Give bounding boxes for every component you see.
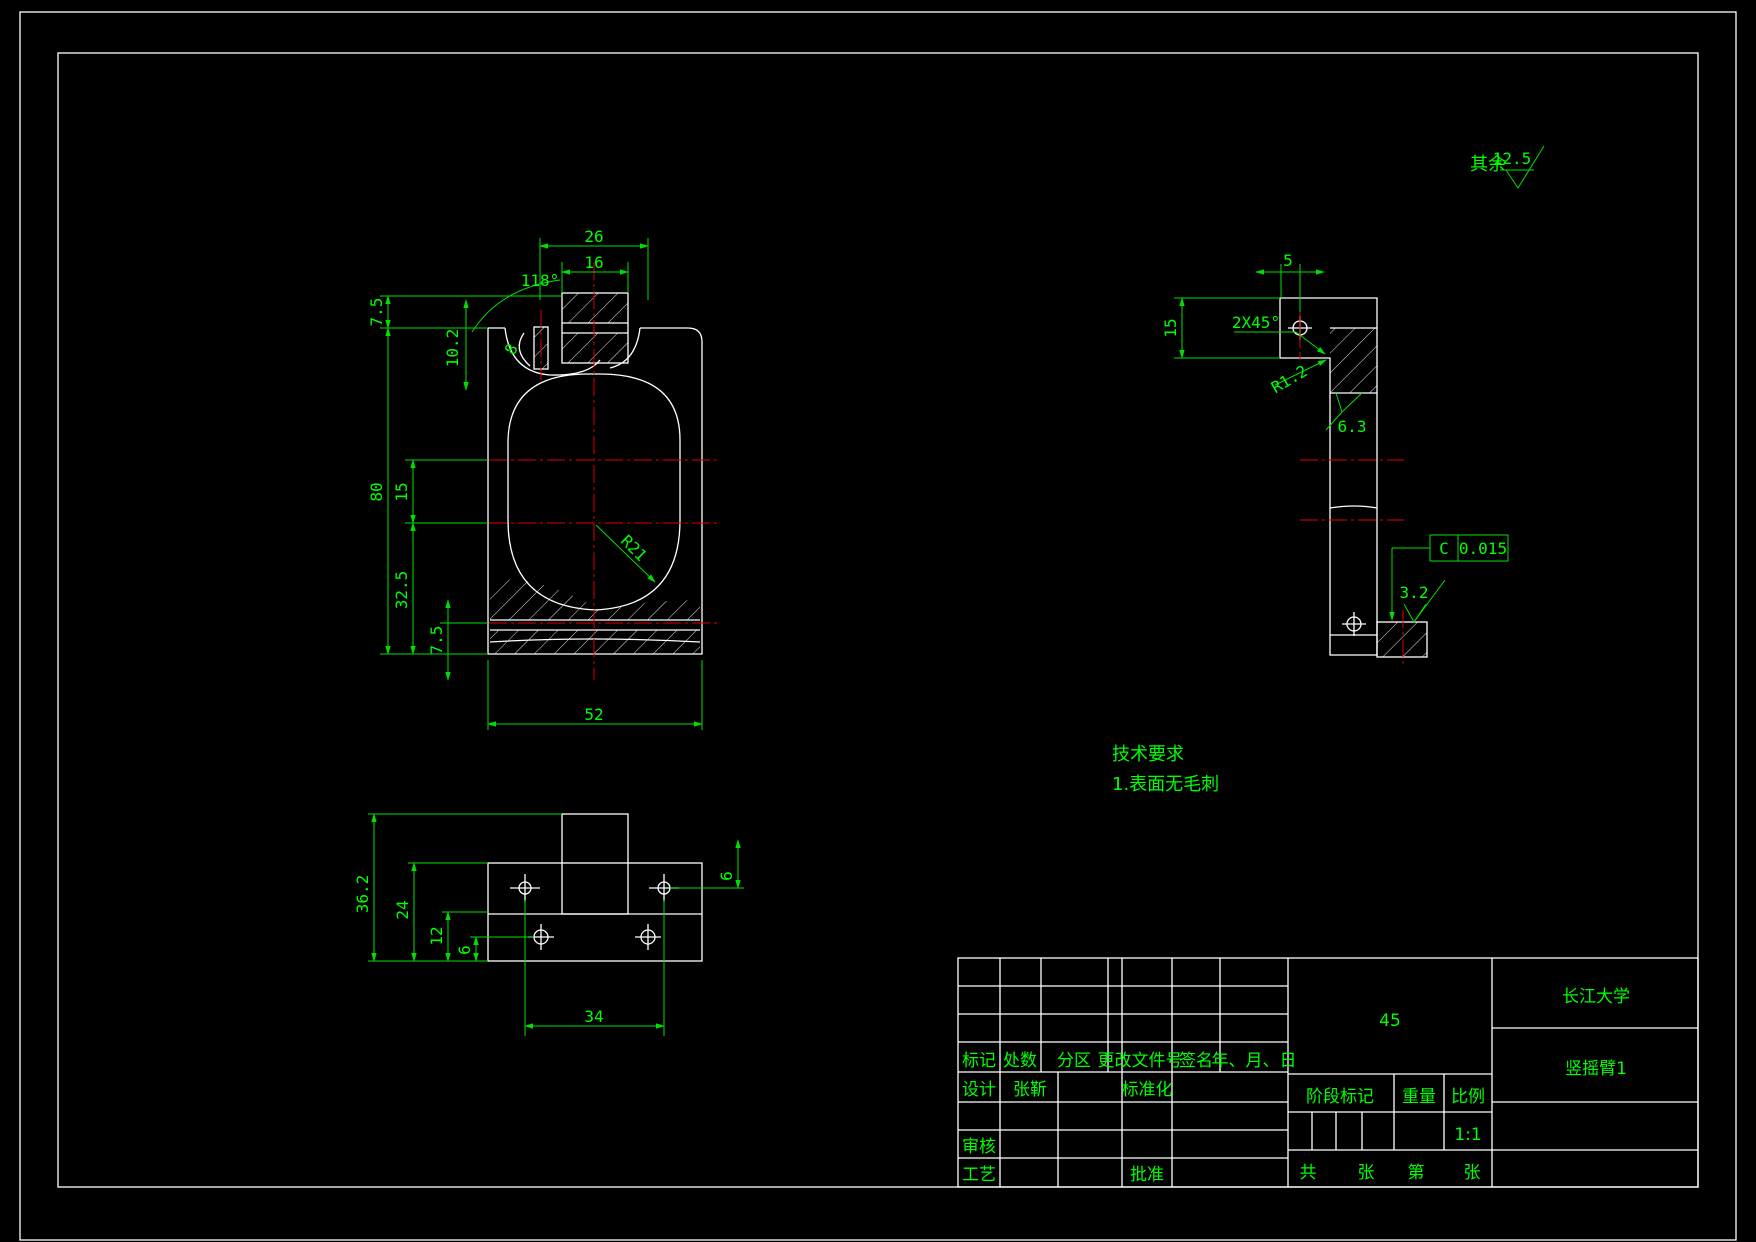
bottom-view: 36.2 24 12 6 6 34: [353, 813, 744, 1036]
tb-header-change-doc: 更改文件号: [1098, 1051, 1183, 1071]
surface-note-value: 12.5: [1493, 149, 1532, 168]
dim-r21: R21: [617, 531, 651, 565]
tb-part-name: 竖摇臂1: [1565, 1059, 1627, 1079]
tb-review: 审核: [962, 1137, 996, 1157]
inner-frame: [57, 52, 1699, 1188]
tb-stage-mark: 阶段标记: [1306, 1087, 1374, 1107]
tb-header-date: 年、月、日: [1212, 1051, 1297, 1071]
tb-header-count: 处数: [1003, 1051, 1037, 1071]
tb-designer-name: 张靳: [1013, 1080, 1047, 1100]
side-dim-5: 5: [1283, 251, 1293, 270]
dim-10-2: 10.2: [443, 329, 462, 368]
tech-requirements-title: 技术要求: [1112, 744, 1184, 765]
dim-26: 26: [584, 227, 603, 246]
tb-material: 45: [1379, 1011, 1401, 1031]
tb-scale-label: 比例: [1451, 1087, 1485, 1107]
tolerance-value: 0.015: [1459, 539, 1507, 558]
outer-frame: [19, 11, 1737, 1241]
tb-process: 工艺: [962, 1165, 996, 1185]
surface-note-label: 其余: [1470, 154, 1506, 175]
tolerance-datum: C: [1439, 539, 1449, 558]
side-dim-15: 15: [1161, 318, 1180, 337]
title-block: 标记 处数 分区 更改文件号 签名 年、月、日 设计 张靳 标准化 审核 工艺 …: [957, 957, 1699, 1188]
tb-header-signature: 签名: [1179, 1051, 1213, 1071]
side-view: 5 15 2X45° R1.2 6.3 C 0.015 3.2: [1161, 251, 1509, 665]
bottom-dim-6-right: 6: [717, 871, 736, 881]
front-view: 26 16 118° 7.5 10.2 8 80 15 32.5 7.5 R21…: [367, 227, 720, 730]
tb-header-zone: 分区: [1057, 1051, 1091, 1071]
roughness-6-3: 6.3: [1338, 417, 1367, 436]
bottom-dim-12: 12: [427, 926, 446, 945]
tb-scale-value: 1:1: [1454, 1125, 1481, 1145]
tb-school: 长江大学: [1562, 987, 1630, 1007]
tb-total: 共: [1300, 1163, 1317, 1183]
bottom-dim-24: 24: [393, 900, 412, 919]
dim-32-5: 32.5: [392, 571, 411, 610]
tb-approve: 批准: [1130, 1165, 1164, 1185]
tb-weight: 重量: [1402, 1087, 1436, 1107]
tb-design-label: 设计: [962, 1080, 996, 1100]
tb-sheet-1: 张: [1358, 1163, 1375, 1183]
dim-15: 15: [392, 482, 411, 501]
dim-angle-118: 118°: [521, 271, 560, 290]
roughness-3-2: 3.2: [1400, 583, 1429, 602]
dim-52: 52: [584, 705, 603, 724]
dim-phi: 8: [501, 340, 522, 358]
tb-number: 第: [1408, 1163, 1425, 1183]
tech-requirements-item: 1.表面无毛刺: [1112, 774, 1219, 795]
tb-header-mark: 标记: [962, 1051, 996, 1071]
side-dim-radius: R1.2: [1268, 361, 1311, 397]
bottom-dim-36-2: 36.2: [353, 875, 372, 914]
bottom-dim-34: 34: [584, 1007, 603, 1026]
dim-16: 16: [584, 253, 603, 272]
bottom-dim-6-left: 6: [455, 945, 474, 955]
dim-80: 80: [367, 482, 386, 501]
dim-7-5-bottom: 7.5: [427, 626, 446, 655]
side-dim-chamfer: 2X45°: [1232, 313, 1280, 332]
tb-standardization: 标准化: [1122, 1080, 1173, 1100]
tb-sheet-2: 张: [1464, 1163, 1481, 1183]
dim-7-5-top: 7.5: [367, 298, 386, 327]
surface-note: 其余 12.5: [1470, 145, 1545, 189]
